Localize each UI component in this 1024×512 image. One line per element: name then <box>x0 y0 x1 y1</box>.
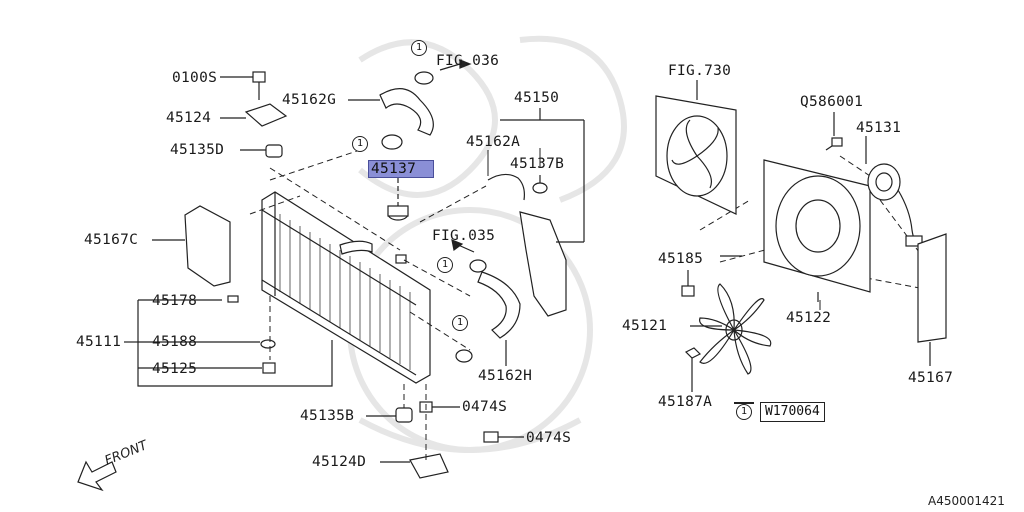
label-45124d[interactable]: 45124D <box>312 454 367 470</box>
panel-45167c <box>152 205 231 287</box>
circle-marker-3: 1 <box>437 257 453 273</box>
label-45150[interactable]: 45150 <box>514 90 560 106</box>
label-45162a[interactable]: 45162A <box>466 134 521 150</box>
bolt-0100s <box>220 71 266 100</box>
label-45125[interactable]: 45125 <box>152 361 198 377</box>
label-45124[interactable]: 45124 <box>166 110 212 126</box>
label-45162h[interactable]: 45162H <box>478 368 533 384</box>
radiator <box>261 191 431 384</box>
circle-marker-1: 1 <box>411 40 427 56</box>
label-45135d[interactable]: 45135D <box>170 142 225 158</box>
legend-code[interactable]: W170064 <box>760 402 825 422</box>
circle-marker-2: 1 <box>352 136 368 152</box>
label-45188[interactable]: 45188 <box>152 334 198 350</box>
label-45167[interactable]: 45167 <box>908 370 954 386</box>
bolt-45185 <box>681 255 742 297</box>
label-q586001[interactable]: Q586001 <box>800 94 864 110</box>
label-45137-highlighted[interactable]: 45137 <box>368 160 434 178</box>
legend-circle-marker: 1 <box>736 404 752 420</box>
label-45122[interactable]: 45122 <box>786 310 832 326</box>
nut-45187a <box>684 347 702 392</box>
hose-45162h <box>451 239 521 366</box>
label-45111[interactable]: 45111 <box>76 334 122 350</box>
cap-45137b <box>532 175 548 194</box>
motor-45131 <box>865 136 923 247</box>
fan-shroud-fig730 <box>655 80 737 215</box>
label-fig035[interactable]: FIG.035 <box>432 228 496 244</box>
leader-lines <box>487 148 821 310</box>
clamp-upper <box>381 134 403 150</box>
label-45178[interactable]: 45178 <box>152 293 198 309</box>
label-45131[interactable]: 45131 <box>856 120 902 136</box>
label-45187a[interactable]: 45187A <box>658 394 713 410</box>
label-45185[interactable]: 45185 <box>658 251 704 267</box>
label-45135b[interactable]: 45135B <box>300 408 355 424</box>
group-bracket-45111 <box>124 295 333 387</box>
diagram-id: A450001421 <box>928 494 1005 508</box>
bolt-q586001 <box>825 112 843 151</box>
fan-45121 <box>690 283 772 375</box>
cushion-45135d <box>240 144 283 158</box>
bracket-45124d <box>380 453 449 479</box>
hose-45162a <box>487 173 525 201</box>
cap-45137 <box>387 178 409 221</box>
label-fig730[interactable]: FIG.730 <box>668 63 732 79</box>
cover-45167 <box>917 233 947 366</box>
label-45137b[interactable]: 45137B <box>510 156 565 172</box>
reservoir-45150 <box>500 108 585 317</box>
legend-circle-box: 1 <box>734 402 754 420</box>
hose-45162g <box>348 59 472 136</box>
bolt-0474s-b <box>483 431 524 443</box>
bracket-45124 <box>220 103 288 127</box>
fan-shroud-45122 <box>763 159 871 302</box>
label-0474s-b[interactable]: 0474S <box>526 430 572 446</box>
label-45162g[interactable]: 45162G <box>282 92 337 108</box>
label-45167c[interactable]: 45167C <box>84 232 139 248</box>
label-0100s[interactable]: 0100S <box>172 70 218 86</box>
label-0474s-a[interactable]: 0474S <box>462 399 508 415</box>
label-45121[interactable]: 45121 <box>622 318 668 334</box>
label-fig036[interactable]: FIG.036 <box>436 53 500 69</box>
circle-marker-4: 1 <box>452 315 468 331</box>
front-arrow <box>77 460 117 492</box>
